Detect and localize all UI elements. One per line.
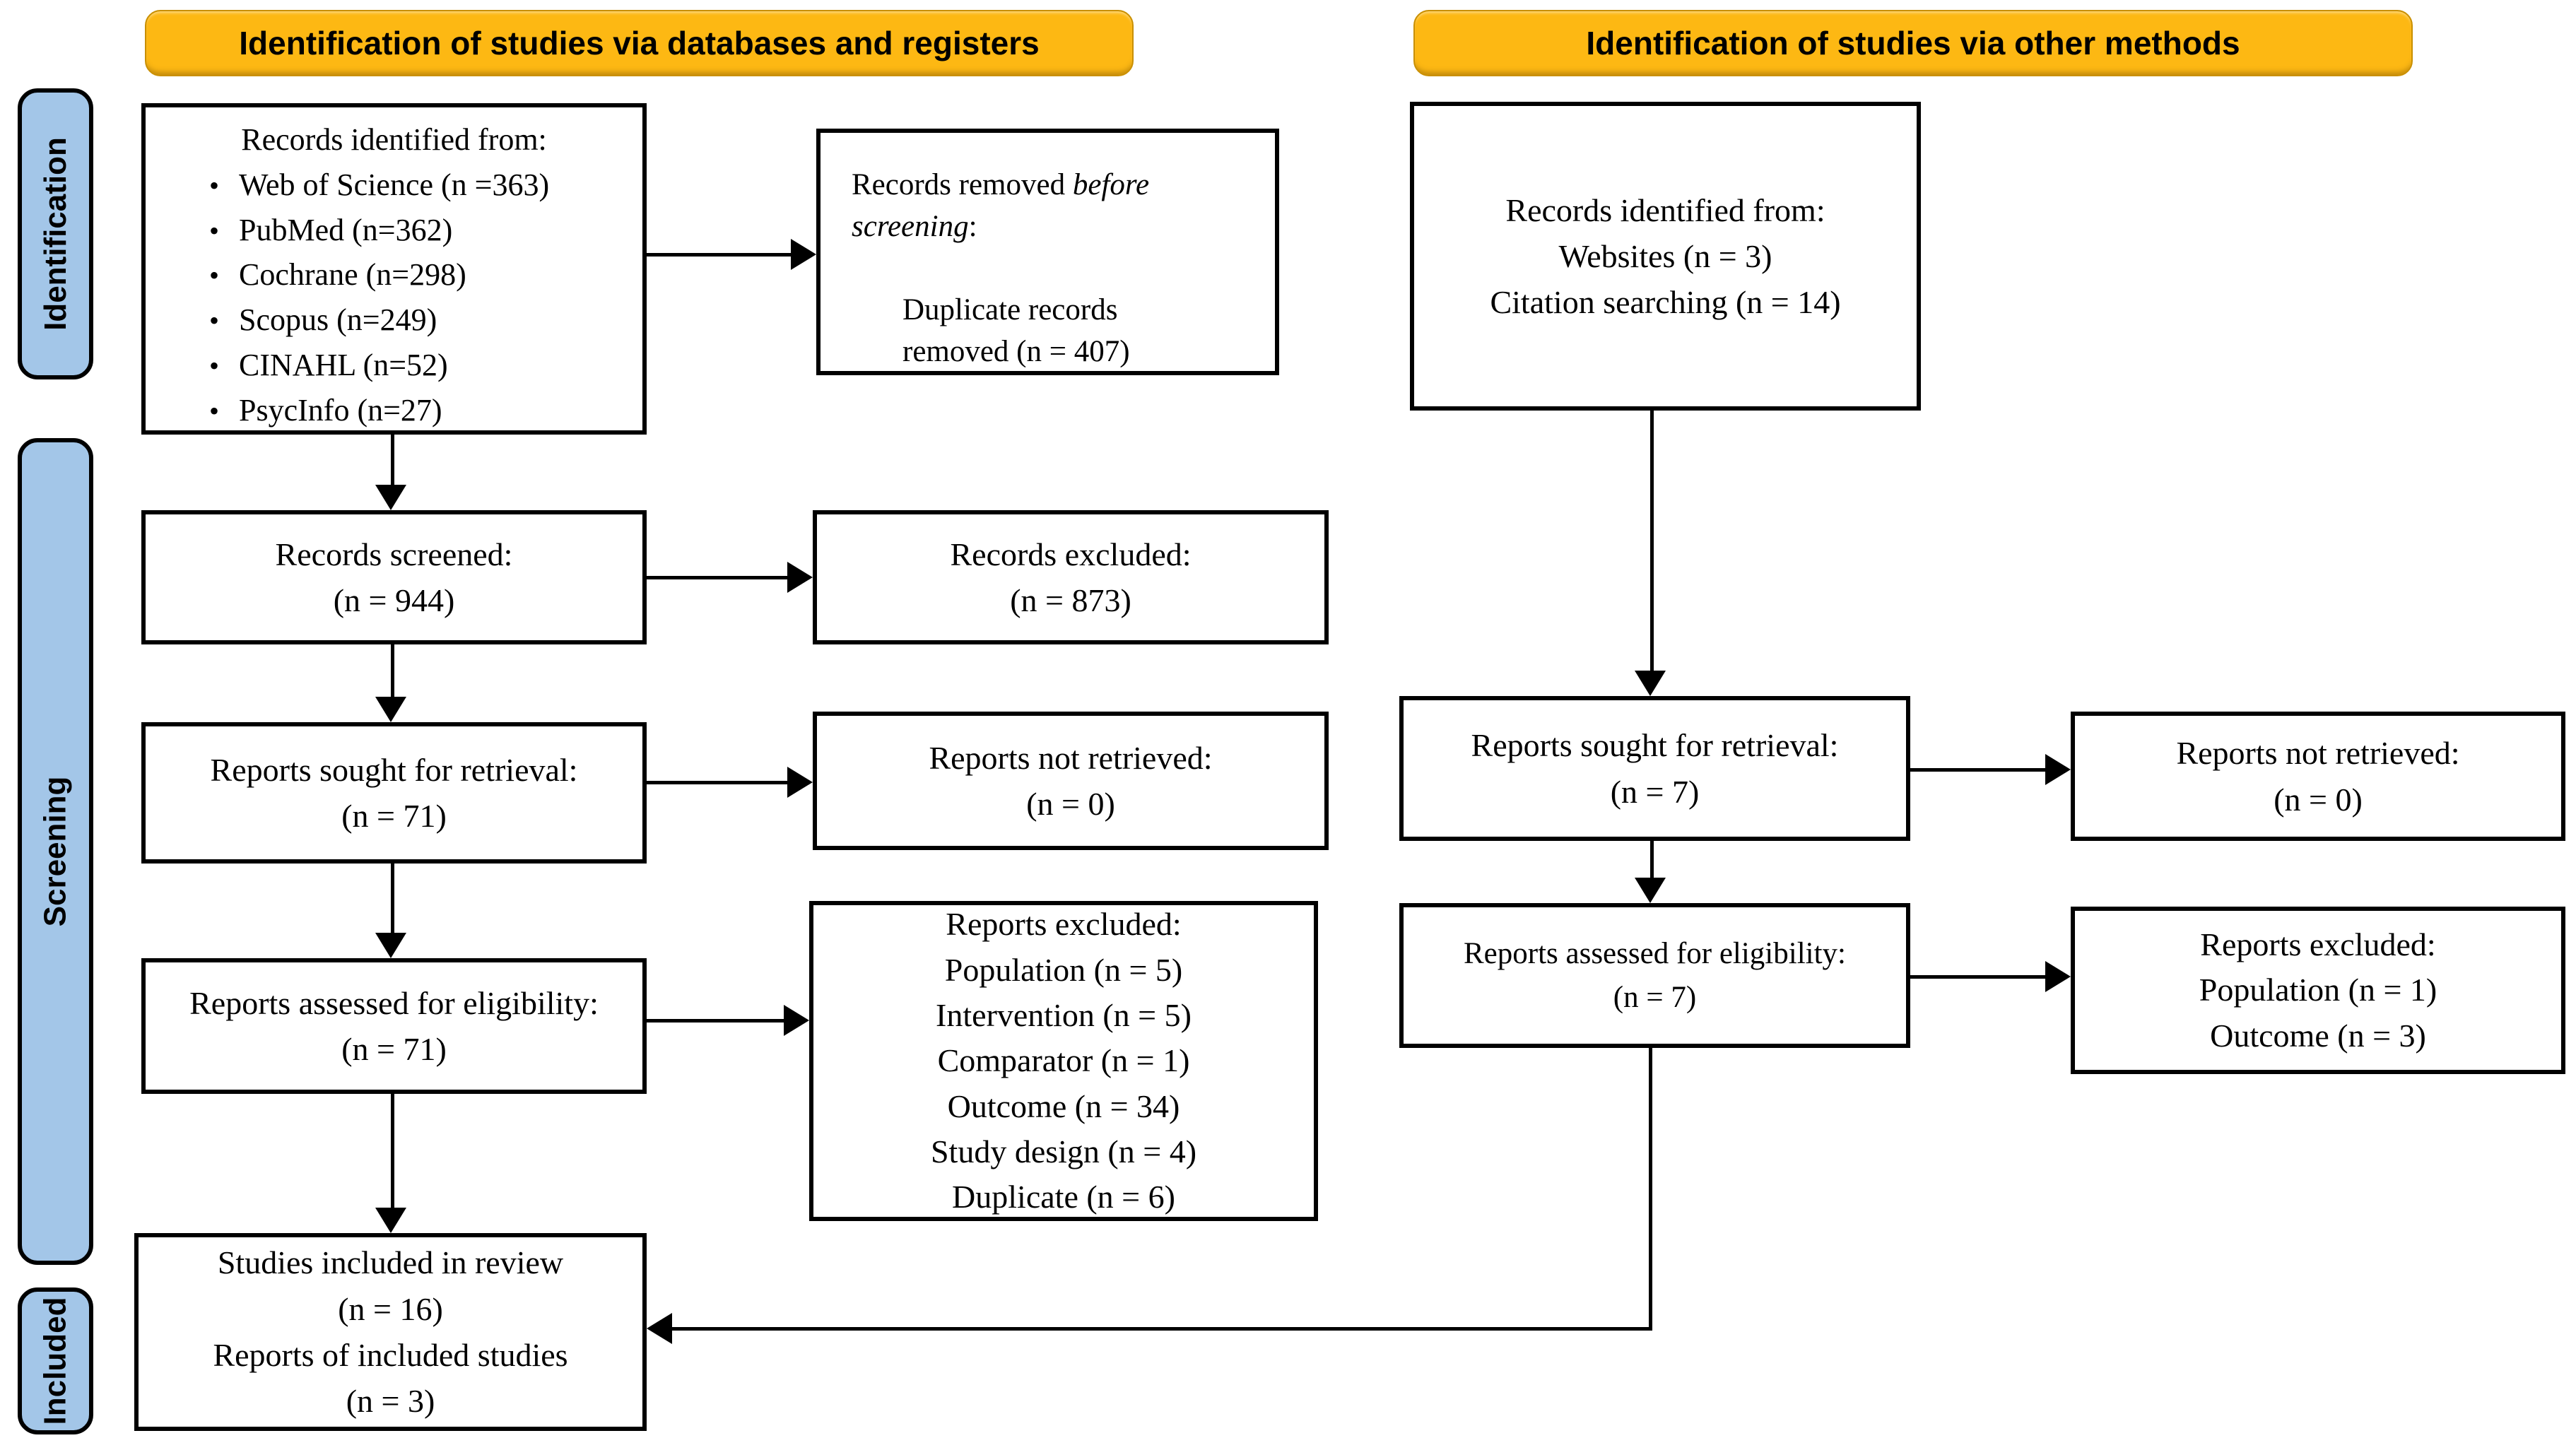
reports-excluded-other-box: Reports excluded: Population (n = 1) Out… <box>2071 907 2565 1074</box>
arrowhead-left-icon <box>647 1313 672 1344</box>
arrowhead-down-icon <box>375 485 406 510</box>
banner-other-methods: Identification of studies via other meth… <box>1413 10 2413 76</box>
list-item: • CINAHL (n=52) <box>163 343 625 388</box>
source-web-of-science: Web of Science (n =363) <box>239 167 550 202</box>
bullet-icon: • <box>209 305 220 337</box>
arrowhead-right-icon <box>784 1005 809 1036</box>
connector-line <box>1650 411 1654 671</box>
reports-assessed-other-box: Reports assessed for eligibility: (n = 7… <box>1399 903 1910 1048</box>
records-identified-title: Records identified from: <box>241 122 547 157</box>
source-scopus: Scopus (n=249) <box>239 302 437 338</box>
reason-study-design: Study design (n = 4) <box>930 1133 1197 1170</box>
reports-assessed-box: Reports assessed for eligibility: (n = 7… <box>141 958 647 1094</box>
bullet-icon: • <box>209 259 220 292</box>
records-removed-box: Records removed before screening: Duplic… <box>816 129 1279 375</box>
stage-label-screening: Screening <box>18 438 93 1265</box>
list-item: • PubMed (n=362) <box>163 208 625 253</box>
arrowhead-down-icon <box>375 933 406 958</box>
reason-duplicate: Duplicate (n = 6) <box>952 1179 1175 1215</box>
connector-line <box>1649 1048 1652 1328</box>
connector-line <box>391 1094 394 1208</box>
banner-databases-registers: Identification of studies via databases … <box>145 10 1134 76</box>
reports-excluded-title: Reports excluded: <box>946 906 1182 943</box>
source-cochrane: Cochrane (n=298) <box>239 257 466 293</box>
connector-line <box>391 435 394 485</box>
connector-line <box>391 864 394 933</box>
reports-excluded-reasons-box: Reports excluded: Population (n = 5) Int… <box>809 901 1318 1221</box>
reports-excluded-other-title: Reports excluded: <box>2200 926 2436 962</box>
stage-label-screening-text: Screening <box>37 776 73 927</box>
stage-label-included-text: Included <box>37 1297 73 1425</box>
stage-label-identification: Identification <box>18 88 93 379</box>
reports-sought-other-box: Reports sought for retrieval: (n = 7) <box>1399 696 1910 841</box>
reason-population-other: Population (n = 1) <box>2199 972 2437 1008</box>
arrowhead-down-icon <box>375 1208 406 1233</box>
stage-label-identification-text: Identification <box>37 137 73 331</box>
list-item: • Web of Science (n =363) <box>163 163 625 208</box>
bullet-icon: • <box>209 349 220 382</box>
reason-population: Population (n = 5) <box>944 951 1183 988</box>
records-identified-box: Records identified from: • Web of Scienc… <box>141 103 647 435</box>
duplicates-removed-detail: Duplicate records removed (n = 407) <box>902 293 1130 368</box>
records-removed-heading: Records removed before screening: <box>852 168 1150 244</box>
bullet-icon: • <box>209 394 220 427</box>
connector-line <box>1910 768 2045 772</box>
connector-line <box>1910 975 2045 979</box>
source-pubmed: PubMed (n=362) <box>239 212 453 247</box>
records-excluded-box: Records excluded: (n = 873) <box>813 510 1329 644</box>
connector-line <box>647 1019 784 1022</box>
stage-label-included: Included <box>18 1287 93 1434</box>
connector-line <box>391 644 394 697</box>
connector-line <box>672 1327 1652 1331</box>
reports-not-retrieved-box: Reports not retrieved: (n = 0) <box>813 712 1329 850</box>
reason-intervention: Intervention (n = 5) <box>936 996 1192 1033</box>
bullet-icon: • <box>209 214 220 247</box>
arrowhead-down-icon <box>1635 878 1666 903</box>
arrowhead-right-icon <box>787 562 813 593</box>
records-screened-box: Records screened: (n = 944) <box>141 510 647 644</box>
bullet-icon: • <box>209 169 220 201</box>
connector-line <box>647 781 787 784</box>
source-cinahl: CINAHL (n=52) <box>239 347 448 382</box>
arrowhead-down-icon <box>1635 671 1666 696</box>
list-item: • Scopus (n=249) <box>163 297 625 343</box>
connector-line <box>647 576 787 579</box>
arrowhead-down-icon <box>375 697 406 722</box>
studies-included-box: Studies included in review (n = 16) Repo… <box>134 1233 647 1431</box>
records-identified-other-box: Records identified from: Websites (n = 3… <box>1410 102 1921 411</box>
connector-line <box>647 253 791 257</box>
reports-not-retrieved-other-box: Reports not retrieved: (n = 0) <box>2071 712 2565 841</box>
reason-outcome-other: Outcome (n = 3) <box>2210 1017 2426 1054</box>
list-item: • PsycInfo (n=27) <box>163 388 625 433</box>
reports-sought-box: Reports sought for retrieval: (n = 71) <box>141 722 647 864</box>
arrowhead-right-icon <box>787 767 813 798</box>
list-item: • Cochrane (n=298) <box>163 252 625 297</box>
arrowhead-right-icon <box>2045 754 2071 785</box>
connector-line <box>1650 841 1654 878</box>
reason-outcome: Outcome (n = 34) <box>947 1088 1180 1124</box>
arrowhead-right-icon <box>2045 961 2071 992</box>
reason-comparator: Comparator (n = 1) <box>937 1042 1190 1079</box>
source-psycinfo: PsycInfo (n=27) <box>239 392 442 428</box>
arrowhead-right-icon <box>791 239 816 270</box>
